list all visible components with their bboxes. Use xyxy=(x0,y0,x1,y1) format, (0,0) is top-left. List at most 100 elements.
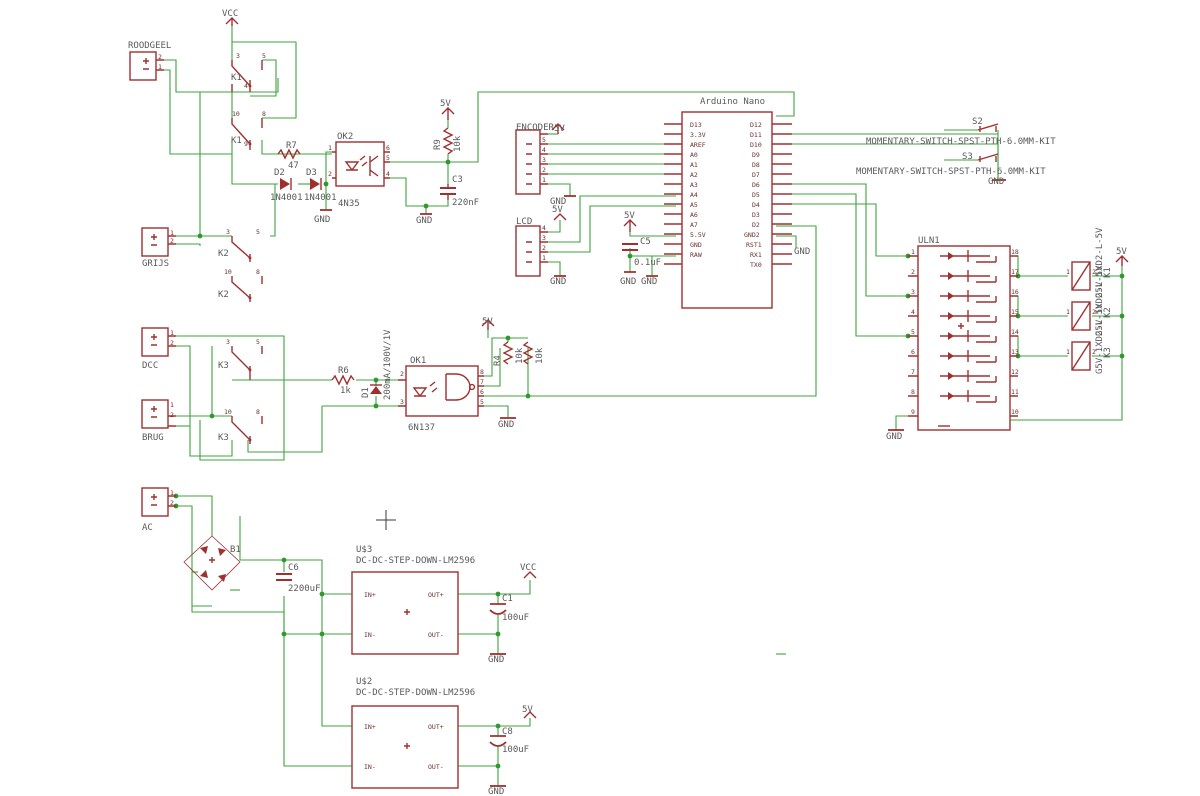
label-relay-k2-value: G5V-1XD2-L-5V xyxy=(1095,265,1105,336)
nano-pin-right-6: D6 xyxy=(752,181,760,189)
connector-dcc[interactable] xyxy=(141,327,176,357)
optocoupler-ok1[interactable] xyxy=(398,365,484,417)
relay-contact-k3a[interactable] xyxy=(231,346,263,380)
label-brug: BRUG xyxy=(142,433,164,443)
switch-s3[interactable] xyxy=(977,153,999,162)
label-d3-value: 1N4001 xyxy=(304,193,337,203)
relay-coil-k2[interactable] xyxy=(1071,301,1091,331)
label-r9: R9 xyxy=(433,139,443,150)
k1b-pin-10: 10 xyxy=(232,110,240,118)
connector-grijs[interactable] xyxy=(141,227,176,257)
connector-roodgeel[interactable] xyxy=(129,51,164,81)
nano-pin-right-12: RST1 xyxy=(746,241,762,249)
label-r6: R6 xyxy=(338,366,349,376)
uln-pin-left-7: 8 xyxy=(911,388,915,396)
capacitor-c3[interactable] xyxy=(440,184,456,200)
nano-pin-stubs xyxy=(664,123,792,265)
bridge-rectifier-b1[interactable] xyxy=(183,535,241,591)
relay-contact-k1a[interactable] xyxy=(231,60,263,92)
nano-pin-left-13: RAW xyxy=(690,251,702,259)
lm2596-module-u2[interactable] xyxy=(351,705,459,789)
relay-coil-k2-pin-2: 2 xyxy=(1092,308,1096,316)
lm2596-module-u3[interactable] xyxy=(351,571,459,655)
label-k3a: K3 xyxy=(218,361,229,371)
switch-s2[interactable] xyxy=(977,123,999,132)
uln-pin-right-0: 18 xyxy=(1011,248,1019,256)
diode-d3[interactable] xyxy=(310,178,322,190)
label-ok2: OK2 xyxy=(337,132,353,142)
connector-encoder[interactable] xyxy=(515,129,548,195)
label-k2a: K2 xyxy=(218,249,229,259)
capacitor-c1[interactable] xyxy=(489,603,507,615)
arduino-nano-chip[interactable] xyxy=(681,111,773,309)
label-c5: C5 xyxy=(640,237,651,247)
label-arduino-nano: Arduino Nano xyxy=(700,97,765,107)
ok2-pin-6: 6 xyxy=(386,144,390,152)
ok2-pin-2: 2 xyxy=(328,170,332,178)
label-d3: D3 xyxy=(306,168,317,178)
ok1-pin-7: 7 xyxy=(480,378,484,386)
ok2-pin-5: 5 xyxy=(386,154,390,162)
k1b-pin-9: 9 xyxy=(244,140,248,148)
label-b1: B1 xyxy=(230,545,241,555)
label-k1b: K1 xyxy=(231,136,242,146)
power-symbol-relays xyxy=(1115,255,1129,266)
nano-pin-left-8: A5 xyxy=(690,201,698,209)
label-c3: C3 xyxy=(452,175,463,185)
label-c6: C6 xyxy=(288,563,299,573)
label-encoder: ENCODER xyxy=(516,123,555,133)
label-k3b: K3 xyxy=(218,433,229,443)
u3-pin-in-minus: IN- xyxy=(364,631,376,639)
label-r7: R7 xyxy=(286,141,297,151)
u2-pin-in-minus: IN- xyxy=(364,763,376,771)
power-symbols-outputs xyxy=(490,571,537,787)
uln-driver-chip[interactable] xyxy=(908,245,1018,431)
label-dcc: DCC xyxy=(142,361,158,371)
ok1-pin-5: 5 xyxy=(480,398,484,406)
optocoupler-ok2[interactable] xyxy=(332,141,390,187)
relay-contact-k1b[interactable] xyxy=(231,118,263,150)
uln-pin-right-5: 13 xyxy=(1011,348,1019,356)
label-gnd-nano: GND xyxy=(794,247,810,257)
capacitor-c5[interactable] xyxy=(622,219,658,277)
nano-pin-right-0: D12 xyxy=(750,121,762,129)
resistor-r6[interactable] xyxy=(331,374,355,386)
k1a-pin-3: 3 xyxy=(236,52,240,60)
label-c1-value: 100uF xyxy=(502,613,529,623)
connector-lcd[interactable] xyxy=(515,225,548,277)
capacitor-c8[interactable] xyxy=(489,735,507,747)
component-symbols xyxy=(129,17,1129,789)
resistor-r7[interactable] xyxy=(277,148,301,160)
uln-pin-right-2: 16 xyxy=(1011,288,1019,296)
uln-pin-right-1: 17 xyxy=(1011,268,1019,276)
relay-coil-k1[interactable] xyxy=(1071,261,1091,291)
resistor-r5[interactable] xyxy=(522,341,534,365)
uln-pin-left-8: 9 xyxy=(911,408,915,416)
lcd-pin-1: 1 xyxy=(542,254,546,262)
relay-coil-k3[interactable] xyxy=(1071,341,1091,371)
nano-pin-right-4: D8 xyxy=(752,161,760,169)
nano-pin-left-6: A3 xyxy=(690,181,698,189)
u2-pin-out-minus: OUT- xyxy=(428,763,444,771)
nano-pin-right-2: D10 xyxy=(750,141,762,149)
resistor-r9[interactable] xyxy=(441,107,455,155)
connector-ac[interactable] xyxy=(141,487,176,517)
capacitor-c6[interactable] xyxy=(276,573,292,581)
label-grijs: GRIJS xyxy=(142,259,169,269)
label-relay-k3: K3 xyxy=(1103,347,1113,358)
k2a-pin-5: 5 xyxy=(256,228,260,236)
uln-pin-right-8: 10 xyxy=(1011,408,1019,416)
label-d2-value: 1N4001 xyxy=(270,193,303,203)
nano-pin-left-2: AREF xyxy=(690,141,706,149)
nano-pin-right-14: TX0 xyxy=(750,261,762,269)
connector-brug[interactable] xyxy=(141,399,176,429)
diode-d1[interactable] xyxy=(370,384,382,394)
relay-contact-k3b[interactable] xyxy=(231,416,263,444)
resistor-r4[interactable] xyxy=(502,341,514,365)
diode-d2[interactable] xyxy=(280,178,292,190)
relay-contact-k2a[interactable] xyxy=(231,236,252,262)
relay-contact-k2b[interactable] xyxy=(231,276,263,302)
label-5v-c5: 5V xyxy=(624,211,635,221)
text-labels: VCC ROODGEEL K1 K1 R7 47 D2 D3 1N4001 1N… xyxy=(128,9,1127,796)
label-relay-k3-value: G5V-1XD2-L-5V xyxy=(1095,303,1105,374)
